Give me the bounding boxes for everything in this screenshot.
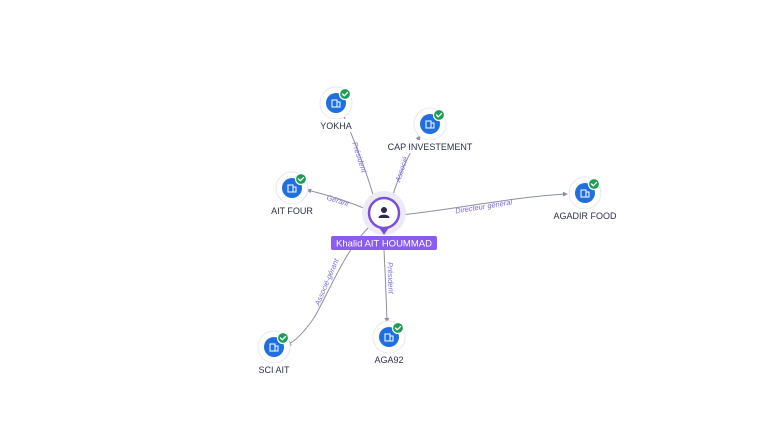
edge-aga92[interactable] [383, 249, 390, 323]
edge-label-cap: Associé [393, 155, 410, 184]
verified-badge-icon [391, 321, 405, 335]
node-label-bg [381, 140, 479, 153]
company-name: SCI AIT [258, 365, 290, 375]
building-icon [287, 184, 297, 193]
edge-label-sciait: Associé-gérant [312, 256, 341, 307]
company-node-yokha[interactable]: YOKHA [316, 86, 356, 132]
edge-label-aga92: Président [385, 262, 395, 295]
building-icon [580, 189, 590, 198]
building-icon [384, 333, 394, 342]
person-node-center[interactable]: Khalid AIT HOUMMAD [331, 191, 437, 250]
verified-badge-icon [294, 172, 308, 186]
company-node-cap[interactable]: CAP INVESTEMENT [381, 107, 479, 153]
company-name: AIT FOUR [271, 206, 313, 216]
node-label-bg [548, 209, 622, 222]
node-label-bg [368, 353, 410, 366]
verified-badge-icon [338, 87, 352, 101]
company-node-aga92[interactable]: AGA92 [368, 320, 410, 366]
building-icon [269, 343, 279, 352]
verified-badge-icon [276, 331, 290, 345]
edge-agadir[interactable] [400, 191, 568, 216]
company-name: AGA92 [374, 355, 403, 365]
company-node-sciait[interactable]: SCI AIT [253, 330, 295, 376]
company-node-aitfour[interactable]: AIT FOUR [267, 171, 317, 217]
company-name: AGADIR FOOD [553, 211, 617, 221]
building-icon [425, 120, 435, 129]
edge-label-aitfour: Gérant [325, 193, 350, 209]
verified-badge-icon [587, 177, 601, 191]
building-icon [331, 99, 341, 108]
company-name: YOKHA [320, 121, 352, 131]
verified-badge-icon [432, 108, 446, 122]
person-icon [378, 207, 390, 218]
center-label-bg [331, 236, 437, 250]
company-name: CAP INVESTEMENT [388, 142, 473, 152]
node-label-bg [316, 119, 356, 132]
company-node-agadir[interactable]: AGADIR FOOD [548, 176, 622, 222]
edge-label-agadir: Directeur général [454, 198, 513, 216]
node-label-bg [253, 363, 295, 376]
edge-labels: Président Associé Gérant Directeur génér… [312, 141, 513, 308]
node-label-bg [267, 204, 317, 217]
edge-label-yokha: Président [350, 141, 369, 175]
person-name: Khalid AIT HOUMMAD [336, 239, 432, 250]
